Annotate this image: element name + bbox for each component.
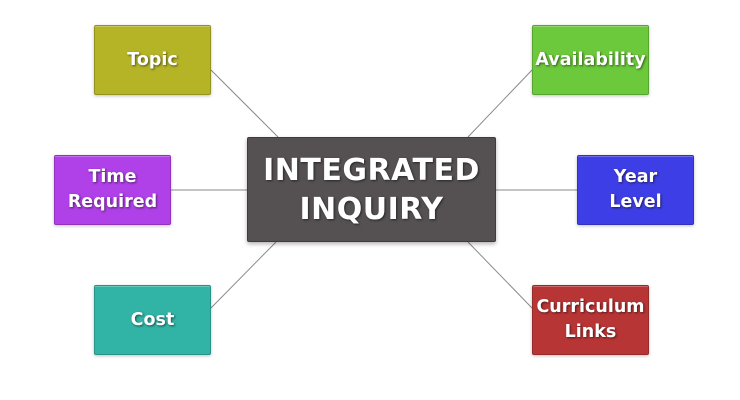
- node-year-level-label: Year Level: [609, 167, 662, 212]
- connector-cost: [210, 241, 277, 309]
- connector-curriculum: [467, 241, 533, 309]
- node-availability: Availability: [532, 25, 649, 95]
- node-topic: Topic: [94, 25, 211, 95]
- node-availability-label: Availability: [535, 49, 646, 70]
- node-curriculum-links-label: Curriculum Links: [536, 297, 645, 342]
- connector-topic: [210, 69, 279, 138]
- connector-availability: [467, 69, 533, 138]
- node-cost-label: Cost: [130, 309, 175, 330]
- node-topic-label: Topic: [127, 49, 178, 70]
- node-time-required-label: Time Required: [67, 167, 158, 212]
- center-node-label: INTEGRATED INQUIRY: [263, 152, 480, 227]
- node-time-required: Time Required: [54, 155, 171, 225]
- node-year-level: Year Level: [577, 155, 694, 225]
- center-node-integrated-inquiry: INTEGRATED INQUIRY: [247, 137, 496, 242]
- node-cost: Cost: [94, 285, 211, 355]
- node-curriculum-links: Curriculum Links: [532, 285, 649, 355]
